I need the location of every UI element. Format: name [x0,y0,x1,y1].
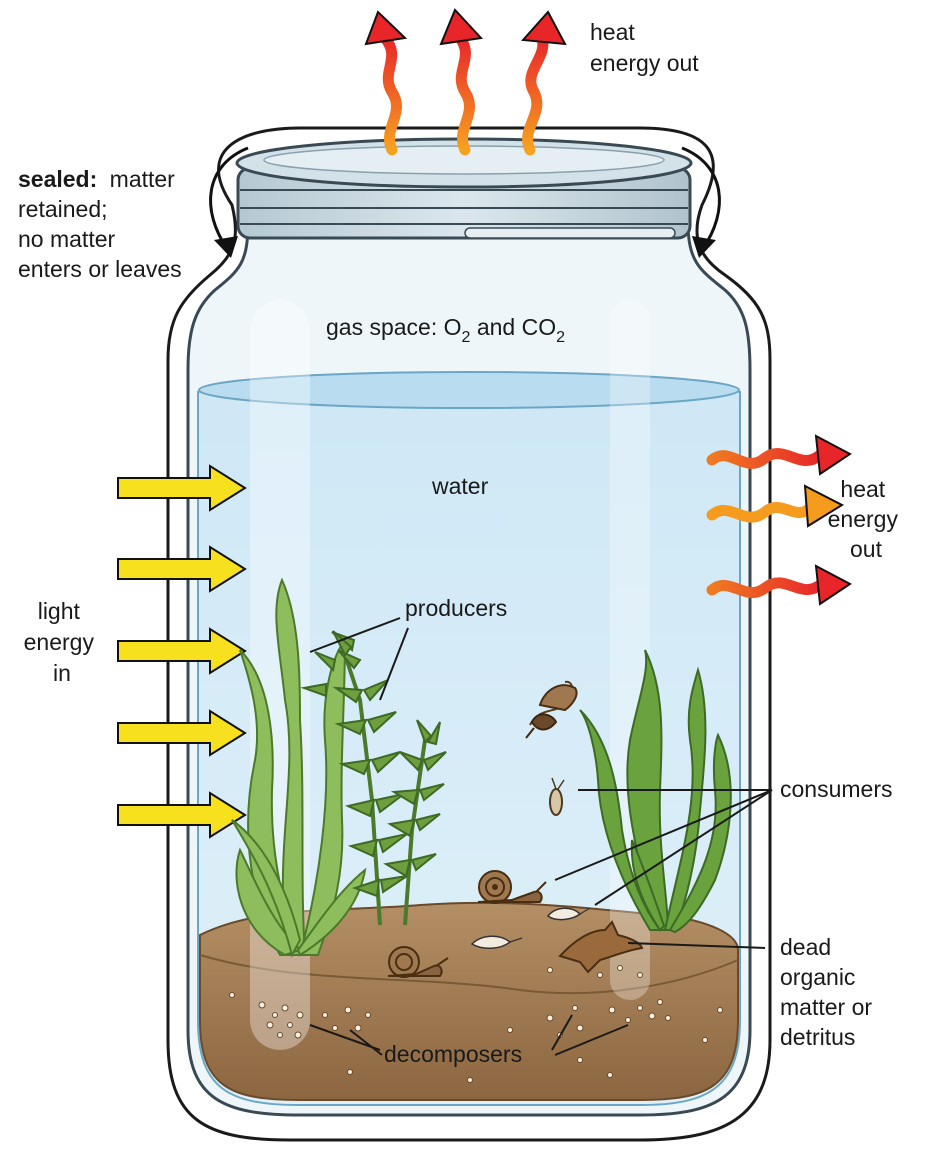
gas-subscript-2: 2 [556,329,565,346]
decomposers-label: decomposers [384,1041,522,1067]
snail-bottom [387,946,449,978]
snail-center [477,870,547,904]
sealed-line-4: enters or leaves [18,256,182,282]
gas-space-label: gas space: O2 and CO2 [326,314,565,346]
heat-arrows-right [706,434,852,606]
light-label: light energy in [24,598,101,686]
feathery-plant-1 [300,630,408,926]
shrimp-small-2 [470,935,523,949]
sealed-line-1-rest: matter [110,166,176,192]
detritus-leaf [558,920,644,974]
sealed-arrowhead-right [692,236,716,258]
light-line-1: light [38,598,81,624]
water-label: water [431,473,489,499]
leader-lines [309,617,773,1056]
gas-subscript-1: 2 [462,329,471,346]
shrimp-small-1 [546,907,591,921]
soil-surface-line [199,954,739,995]
sealed-line-2: retained; [18,196,108,222]
heat-right-line-2: energy [828,506,899,532]
feathery-plant-2 [383,719,447,926]
snail-floating [525,680,578,739]
light-line-3: in [53,660,71,686]
heat-right-line-3: out [850,536,883,562]
gas-prefix: gas space: O [326,314,462,340]
sealed-label: sealed: matter retained; no matter enter… [18,166,182,282]
jar-lid [235,137,693,240]
water-surface [198,371,740,409]
detritus-line-4: detritus [780,1024,855,1050]
detritus-line-2: organic [780,964,855,990]
sealed-line-3: no matter [18,226,115,252]
gas-mid: and CO [470,314,556,340]
seagrass-plant-left [231,577,367,958]
sealed-arrow-left [209,146,249,251]
sealed-bold-term: sealed: [18,166,97,192]
heat-top-line-1: heat [590,19,635,45]
consumers-label: consumers [780,776,892,802]
light-line-2: energy [24,629,95,655]
sealed-arrow-right [681,146,721,251]
detritus-line-3: matter or [780,994,872,1020]
heat-right-line-1: heat [840,476,885,502]
detritus-line-1: dead [780,934,831,960]
heat-arrows-top [364,8,567,156]
heat-top-line-2: energy out [590,50,699,76]
sealed-arrowhead-left [214,236,238,258]
light-arrows [117,464,247,839]
decomposer-dots [229,965,723,1083]
producers-label: producers [405,595,507,621]
detritus-label: dead organic matter or detritus [780,934,878,1050]
insect-larva [549,777,565,816]
heat-top-label: heat energy out [590,19,699,76]
system-boundary-outline [166,126,772,1142]
heat-right-label: heat energy out [828,476,905,562]
